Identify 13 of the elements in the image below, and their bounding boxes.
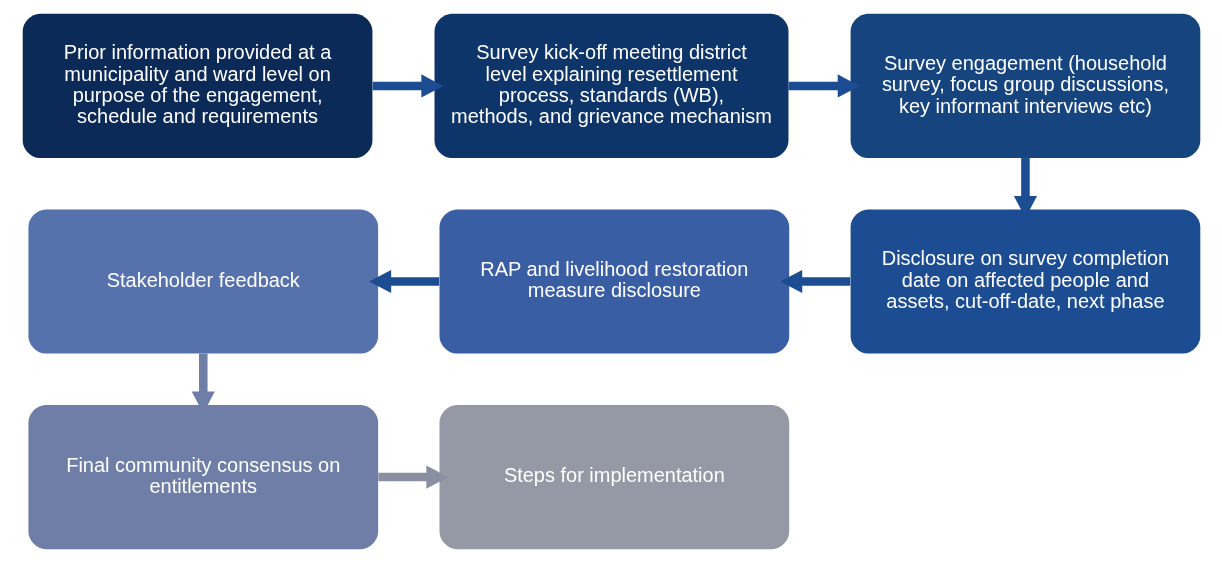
node-box: Disclosure on survey completion date on affected people and assets, cut-off-date, next phase bbox=[850, 209, 1200, 354]
node-box: RAP and livelihood restoration measure disclosure bbox=[439, 209, 789, 354]
arrow bbox=[779, 269, 850, 294]
node-box: Survey engagement (household survey, focus group discussions, key informant interviews etc) bbox=[850, 13, 1200, 159]
arrow bbox=[788, 74, 860, 98]
node-box: Final community consensus on entitlements bbox=[27, 404, 378, 550]
node-box: Prior information provided at a municipality and ward level on purpose of the engagement, schedule and requirements bbox=[22, 13, 372, 159]
arrow bbox=[377, 465, 448, 489]
arrow bbox=[368, 269, 439, 294]
node-box: Stakeholder feedback bbox=[27, 209, 378, 354]
node-box: Steps for implementation bbox=[439, 404, 789, 550]
arrow bbox=[372, 74, 443, 98]
node-box: Survey kick-off meeting district level explaining resettlement process, standards (WB), methods, and grievance mechanism bbox=[434, 13, 788, 159]
